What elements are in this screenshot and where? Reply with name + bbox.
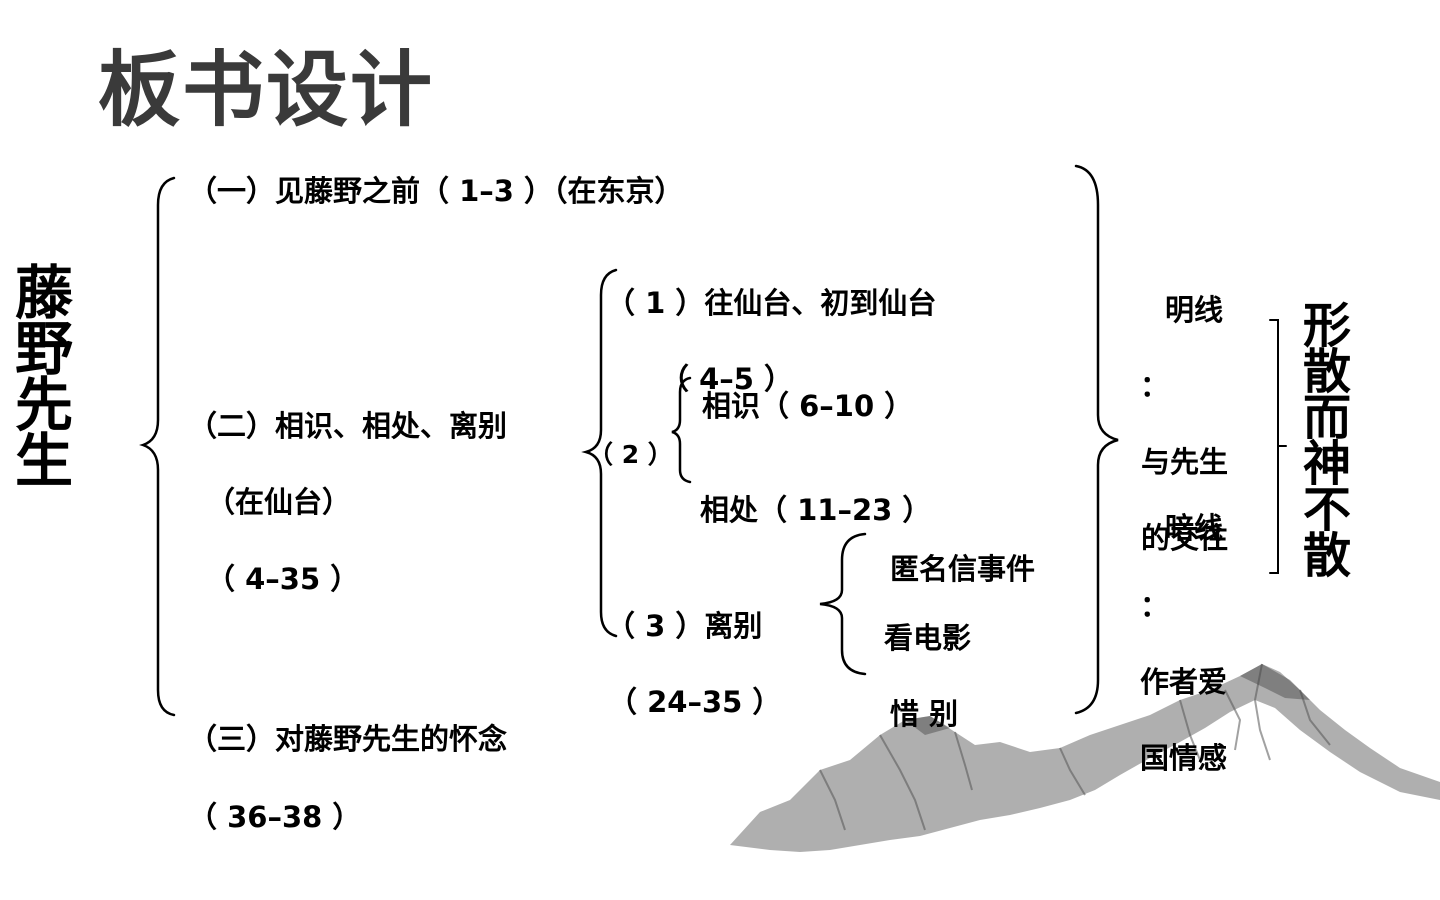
part3-label: （三）对藤野先生的怀念	[188, 722, 508, 756]
main-right-brace	[1074, 164, 1119, 715]
dark-line-text-2: 国情感	[1140, 741, 1228, 775]
sub2-meet: 相识（ 6–10 ）	[702, 389, 914, 423]
dark-line-colon: ：	[1140, 589, 1170, 623]
sub1-range: （ 4–5 ）	[660, 362, 794, 396]
sub2-label: （ 2 ）	[588, 440, 673, 469]
part2-range: （ 4–35 ）	[206, 562, 360, 596]
dark-line-text-1: 作者爱	[1140, 665, 1228, 699]
sub1-label: （ 1 ）往仙台、初到仙台	[606, 286, 937, 320]
lines-bracket	[1269, 319, 1287, 574]
dark-line-label: 暗线	[1165, 511, 1224, 545]
bright-line-label: 明线	[1165, 293, 1224, 327]
bright-line-text-2: 的交往	[1141, 521, 1229, 555]
bright-line-text-1: 与先生	[1141, 445, 1229, 479]
farewell-event-3: 惜 别	[890, 697, 959, 731]
farewell-brace	[819, 532, 867, 676]
theme-vertical: 形散而神不散	[1294, 300, 1350, 576]
page-title: 板书设计	[98, 43, 435, 138]
farewell-event-1: 匿名信事件	[890, 552, 1036, 586]
main-subject-vertical: 藤野先生	[5, 262, 73, 486]
meet-brace	[671, 376, 692, 484]
part2-place: （在仙台）	[206, 485, 352, 519]
part3-range: （ 36–38 ）	[188, 800, 362, 834]
main-left-brace	[139, 176, 176, 717]
sub3-range: （ 24–35 ）	[608, 685, 782, 719]
sub2-together: 相处（ 11–23 ）	[700, 493, 932, 527]
part2-label: （二）相识、相处、离别	[188, 409, 508, 443]
sub3-label: （ 3 ）离别	[606, 609, 763, 643]
part2-sub-brace	[581, 268, 618, 638]
bright-line-colon: ：	[1140, 369, 1170, 403]
part1-label: （一）见藤野之前（ 1–3 ）（在东京）	[188, 174, 684, 208]
farewell-event-2: 看电影	[884, 621, 972, 655]
